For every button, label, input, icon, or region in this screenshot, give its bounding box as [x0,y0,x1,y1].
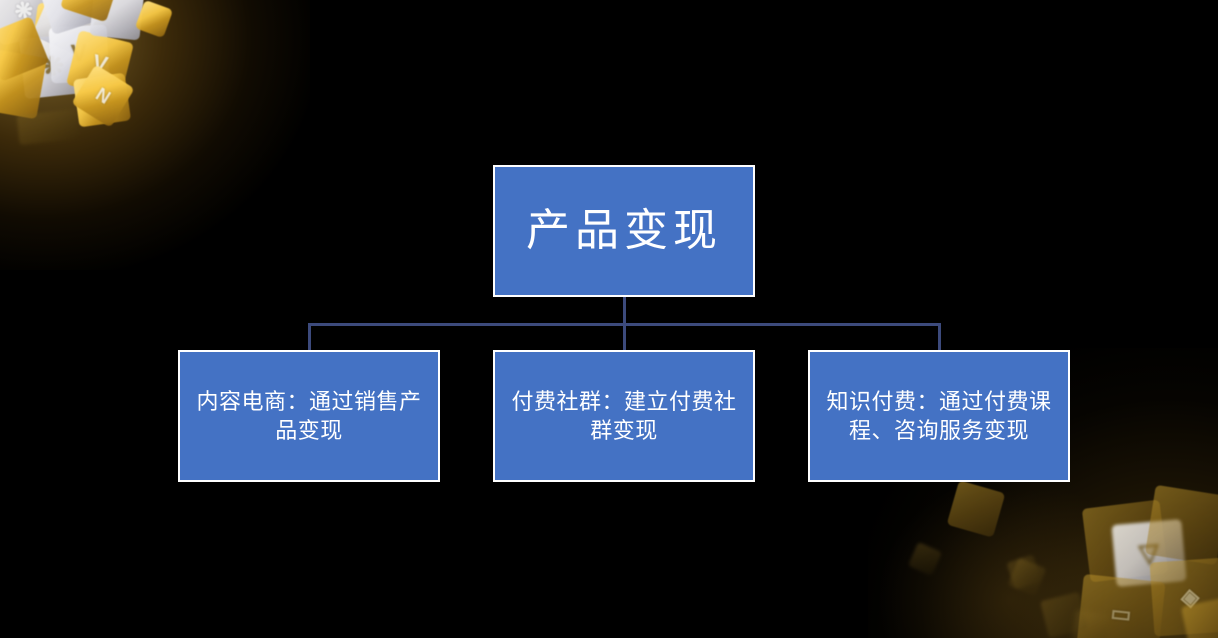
connector-drop-right [938,323,941,350]
cube-glyph-icon: ▭ [1109,599,1133,628]
cube-icon [1081,499,1169,583]
cube-icon: V [48,24,110,84]
cube-icon [134,0,174,39]
cube-icon [31,0,101,57]
cube-icon [1006,554,1042,590]
cube-glyph-icon: ❋ [40,49,66,82]
org-node-child-paid-community[interactable]: 付费社群：建立付费社群变现 [493,350,755,482]
glow-bottom-center [880,478,1140,638]
cube-icon [1039,591,1089,638]
cube-icon: ❋ [0,0,60,46]
connector-root-stem [623,297,626,324]
cube-icon [60,0,120,23]
cube-glyph-icon: ❋ [12,0,36,25]
cube-icon: V [66,30,134,98]
cube-icon [89,0,145,41]
cube-icon: ▭ [1076,573,1166,638]
connector-drop-middle [623,323,626,350]
org-node-child-knowledge-payment[interactable]: 知识付费：通过付费课程、咨询服务变现 [808,350,1070,482]
cube-icon [30,2,94,66]
cube-icon [16,108,80,146]
org-node-child-label: 付费社群：建立付费社群变现 [511,388,737,443]
cube-icon [1180,594,1218,638]
glow-top-left [0,0,310,270]
cube-glyph-icon: V [89,49,111,78]
cube-icon: ▽ [1111,519,1187,587]
cube-icon [0,16,50,82]
cube-glyph-icon: V [93,87,111,112]
cube-icon [1007,557,1047,597]
cube-icon [1144,484,1218,566]
org-node-root-label: 产品变现 [526,205,722,255]
org-node-root[interactable]: 产品变现 [493,165,755,297]
cube-icon [946,480,1006,538]
cube-icon [0,46,47,120]
cube-icon [907,541,943,577]
cube-glyph-icon: N [92,83,115,108]
cube-glyph-icon: ▽ [1137,536,1161,569]
cube-icon [36,0,106,36]
org-node-child-label: 内容电商：通过销售产品变现 [196,388,422,443]
cube-icon: ❋ [19,32,87,100]
org-node-child-label: 知识付费：通过付费课程、咨询服务变现 [826,388,1052,443]
cube-icon [1071,609,1111,638]
cube-glyph-icon: ◈ [1179,582,1201,612]
connector-drop-left [308,323,311,350]
cube-glyph-icon: V [70,39,88,68]
cube-icon: N [71,64,135,128]
cube-icon: V [72,72,132,128]
cube-icon: ◈ [1149,557,1218,637]
org-node-child-content-ecommerce[interactable]: 内容电商：通过销售产品变现 [178,350,440,482]
